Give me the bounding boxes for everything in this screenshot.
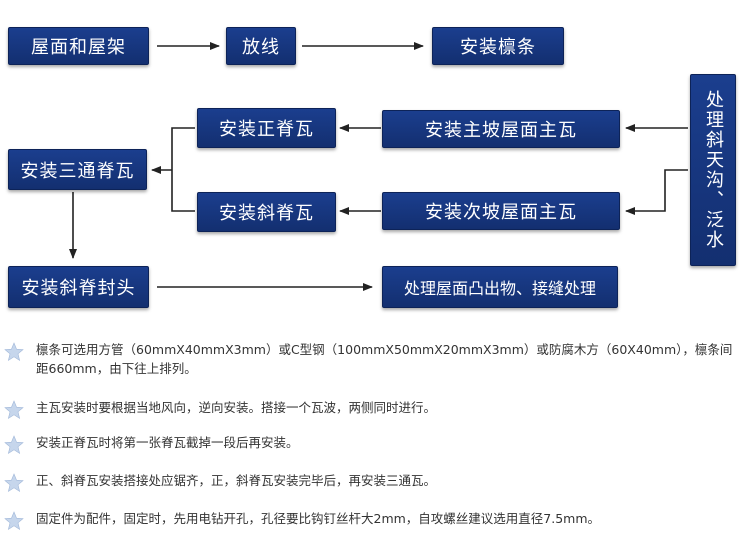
step-tee-ridge: 安装三通脊瓦 xyxy=(8,149,147,190)
note-1: 檩条可选用方管（60mmX40mmX3mm）或C型钢（100mmX50mmX20… xyxy=(0,340,750,380)
step-main-ridge: 安装正脊瓦 xyxy=(197,108,336,148)
star-icon xyxy=(4,400,24,420)
step-layout-lines: 放线 xyxy=(226,27,296,65)
arrow-side-to-secondary-slope xyxy=(625,169,688,215)
step-hip-ridge: 安装斜脊瓦 xyxy=(197,192,336,232)
note-5: 固定件为配件，固定时，先用电钻开孔，孔径要比钩钉丝杆大2mm，自攻螺丝建议选用直… xyxy=(0,509,750,531)
step-protrusions-joints: 处理屋面凸出物、接缝处理 xyxy=(382,266,618,308)
star-icon xyxy=(4,511,24,531)
note-text: 檩条可选用方管（60mmX40mmX3mm）或C型钢（100mmX50mmX20… xyxy=(36,342,733,376)
step-main-slope-tiles: 安装主坡屋面主瓦 xyxy=(382,110,620,148)
note-2: 主瓦安装时要根据当地风向，逆向安装。搭接一个瓦波，两侧同时进行。 xyxy=(0,398,750,420)
note-text: 安装正脊瓦时将第一张脊瓦截掉一段后再安装。 xyxy=(36,435,299,450)
note-text: 固定件为配件，固定时，先用电钻开孔，孔径要比钩钉丝杆大2mm，自攻螺丝建议选用直… xyxy=(36,511,601,526)
step-install-purlins: 安装檩条 xyxy=(432,27,564,65)
bracket-ridges-to-tee xyxy=(171,127,195,212)
star-icon xyxy=(4,342,24,362)
note-4: 正、斜脊瓦安装搭接处应锯齐，正，斜脊瓦安装完毕后，再安装三通瓦。 xyxy=(0,471,750,493)
star-icon xyxy=(4,473,24,493)
step-secondary-slope-tiles: 安装次坡屋面主瓦 xyxy=(382,192,620,230)
step-side-valley-flashing: 处理斜天沟、泛水 xyxy=(690,74,736,266)
star-icon xyxy=(4,435,24,455)
note-3: 安装正脊瓦时将第一张脊瓦截掉一段后再安装。 xyxy=(0,433,750,455)
step-roof-frame: 屋面和屋架 xyxy=(8,27,149,65)
note-text: 正、斜脊瓦安装搭接处应锯齐，正，斜脊瓦安装完毕后，再安装三通瓦。 xyxy=(36,473,437,488)
step-hip-end-cap: 安装斜脊封头 xyxy=(8,266,149,308)
note-text: 主瓦安装时要根据当地风向，逆向安装。搭接一个瓦波，两侧同时进行。 xyxy=(36,400,437,415)
